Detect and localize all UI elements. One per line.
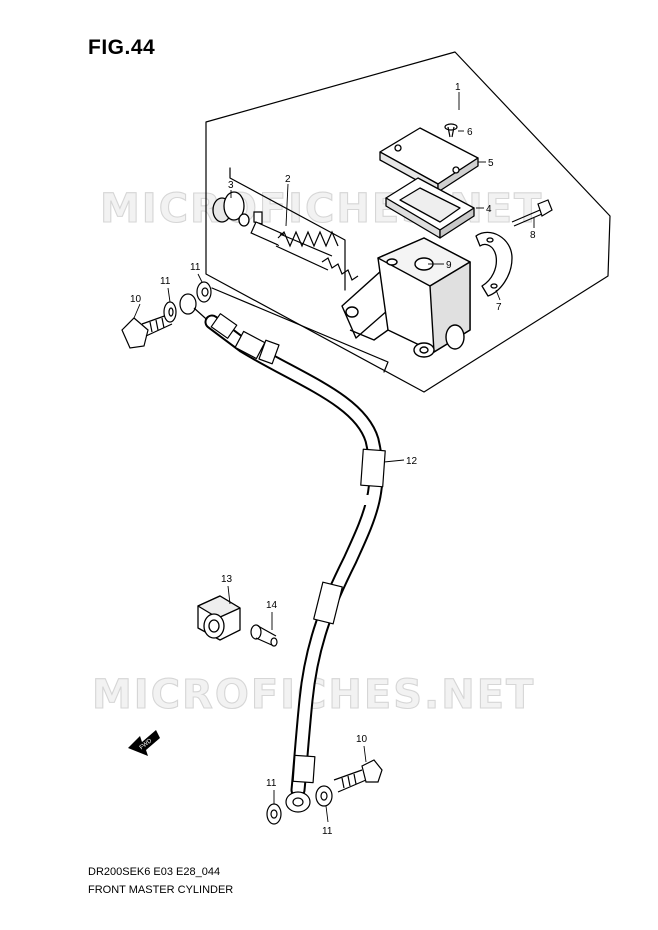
piston-set (250, 211, 359, 281)
cap-screw (444, 123, 458, 138)
union-bolt-top (121, 313, 173, 349)
callout-13: 13 (221, 574, 233, 585)
leader-11a (167, 287, 171, 303)
callout-6: 6 (467, 127, 473, 138)
piston-kit-bracket (229, 167, 346, 291)
piston-boot (212, 191, 250, 227)
figure-code: DR200SEK6 E03 E28_044 (88, 866, 221, 878)
leader-11d (325, 805, 329, 823)
callout-4: 4 (486, 204, 492, 215)
hose-bracket (211, 287, 389, 373)
master-cylinder-body (341, 237, 471, 358)
leader-12 (383, 459, 405, 463)
callout-2: 2 (285, 174, 291, 185)
callout-10-top: 10 (130, 294, 142, 305)
handlebar-clamp (475, 231, 513, 297)
watermark-top: MICROFICHES.NET (100, 186, 543, 232)
callout-14: 14 (266, 600, 278, 611)
leader-7 (495, 289, 501, 301)
clamp-bolt (511, 199, 553, 227)
union-bolt-bottom (333, 759, 383, 793)
callout-5: 5 (488, 158, 494, 169)
callout-1: 1 (455, 82, 461, 93)
callout-7: 7 (496, 302, 502, 313)
callout-10-bottom: 10 (356, 734, 368, 745)
brake-hose (204, 313, 386, 798)
callout-11-bottom-a: 11 (266, 778, 277, 789)
washer-top-b (196, 281, 212, 303)
callout-11-top-a: 11 (160, 276, 171, 287)
callout-8: 8 (530, 230, 536, 241)
callout-11-top-b: 11 (190, 262, 201, 273)
clamp-screw (250, 624, 278, 647)
figure-title: FIG.44 (88, 36, 156, 59)
callout-11-bottom-b: 11 (322, 826, 333, 837)
washer-bottom-a (266, 803, 282, 825)
leader-10a (133, 303, 141, 319)
leader-2 (285, 183, 289, 227)
leader-10b (363, 745, 367, 763)
leader-11b (197, 273, 203, 283)
banjo-fitting-bottom (285, 791, 311, 813)
leader-13 (227, 585, 231, 605)
callout-12: 12 (406, 456, 418, 467)
hose-clamp (197, 595, 241, 641)
washer-bottom-b (315, 785, 333, 807)
fwd-arrow: FWD (128, 730, 160, 756)
callout-3: 3 (228, 180, 234, 191)
assembly-outline (205, 51, 611, 393)
figure-name: FRONT MASTER CYLINDER (88, 884, 234, 896)
callout-9: 9 (446, 260, 452, 271)
washer-top-a (163, 301, 177, 323)
diaphragm-plate (385, 177, 475, 239)
reservoir-cap (379, 127, 479, 193)
